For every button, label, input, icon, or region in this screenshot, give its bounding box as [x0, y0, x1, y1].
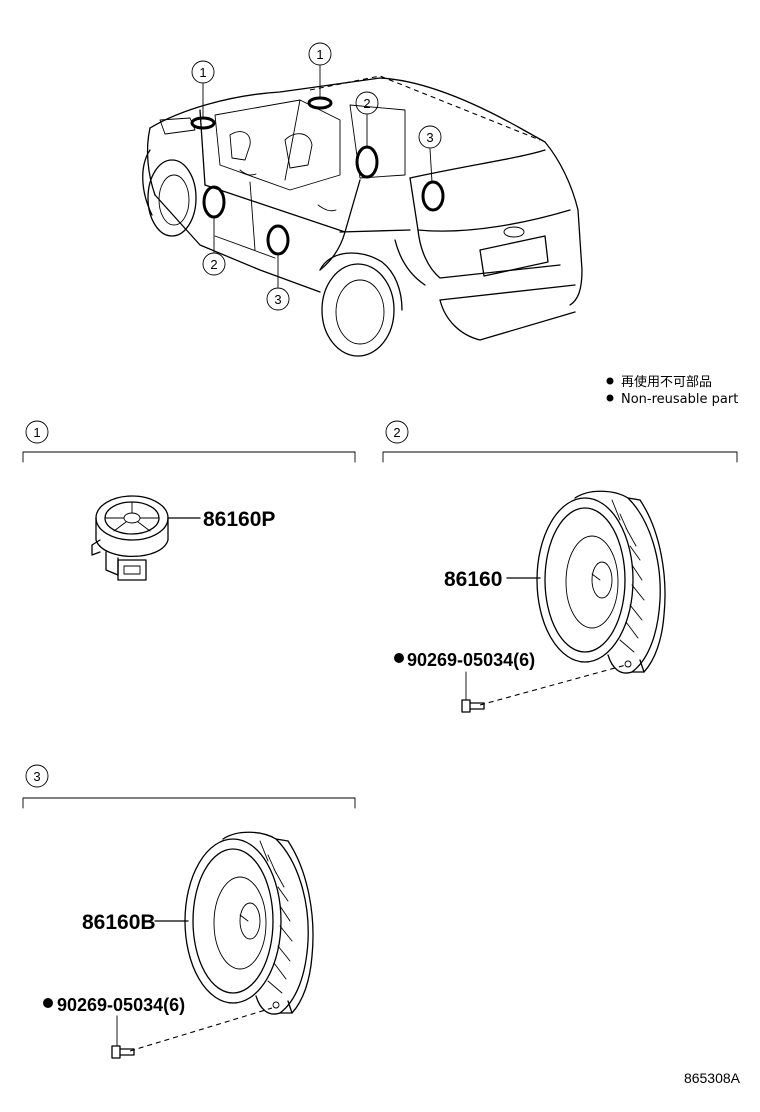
section-number: 2 — [393, 425, 400, 440]
callout-label: 2 — [210, 257, 217, 272]
speaker-location-front-door-right — [355, 145, 379, 179]
callout-label: 3 — [426, 130, 433, 145]
part-number-bolt: 90269-05034(6) — [57, 995, 185, 1015]
part-number-bolt: 90269-05034(6) — [407, 650, 535, 670]
tweeter-speaker-illustration — [91, 495, 169, 581]
callout-1-rear: 1 — [308, 42, 332, 66]
speaker-location-rear-door-right — [421, 180, 445, 212]
callout-1-front: 1 — [191, 60, 215, 84]
speaker-location-front-tweeter — [190, 116, 216, 130]
section-number: 1 — [33, 425, 40, 440]
non-reusable-bullet-icon — [43, 998, 53, 1008]
section-2: 2 86160 90269-05034(6) — [382, 420, 738, 713]
speaker-location-rear-door-left — [266, 224, 290, 256]
vehicle-illustration — [142, 65, 583, 357]
vehicle-callouts: 1 1 2 2 3 3 — [191, 42, 442, 311]
callout-label: 1 — [316, 47, 323, 62]
non-reusable-bullet-icon — [606, 394, 614, 402]
legend-jp: 再使用不可部品 — [621, 374, 712, 390]
section-1: 1 86160P — [22, 420, 356, 581]
callout-2-lower: 2 — [202, 252, 226, 276]
part-number-86160B: 86160B — [82, 911, 156, 934]
figure-reference: 865308A — [684, 1070, 741, 1086]
callout-label: 1 — [199, 65, 206, 80]
callout-3-lower: 3 — [266, 287, 290, 311]
bolt-icon — [461, 699, 485, 713]
bolt-icon — [111, 1045, 135, 1059]
section-3: 3 86160B 90269-05034(6) — [22, 764, 356, 1059]
part-number-86160: 86160 — [444, 568, 502, 591]
callout-2-upper: 2 — [355, 91, 379, 115]
speaker-location-rear-tweeter — [307, 96, 333, 110]
non-reusable-bullet-icon — [606, 377, 614, 385]
door-speaker-illustration — [536, 490, 666, 674]
legend: 再使用不可部品 Non-reusable part — [606, 374, 738, 407]
callout-label: 3 — [274, 292, 281, 307]
callout-label: 2 — [363, 96, 370, 111]
non-reusable-bullet-icon — [394, 653, 404, 663]
legend-en: Non-reusable part — [621, 392, 738, 407]
part-number-86160P: 86160P — [203, 508, 275, 531]
rear-door-speaker-illustration — [184, 831, 314, 1015]
speaker-location-front-door-left — [202, 185, 226, 219]
callout-3-upper: 3 — [418, 125, 442, 149]
section-number: 3 — [33, 769, 40, 784]
